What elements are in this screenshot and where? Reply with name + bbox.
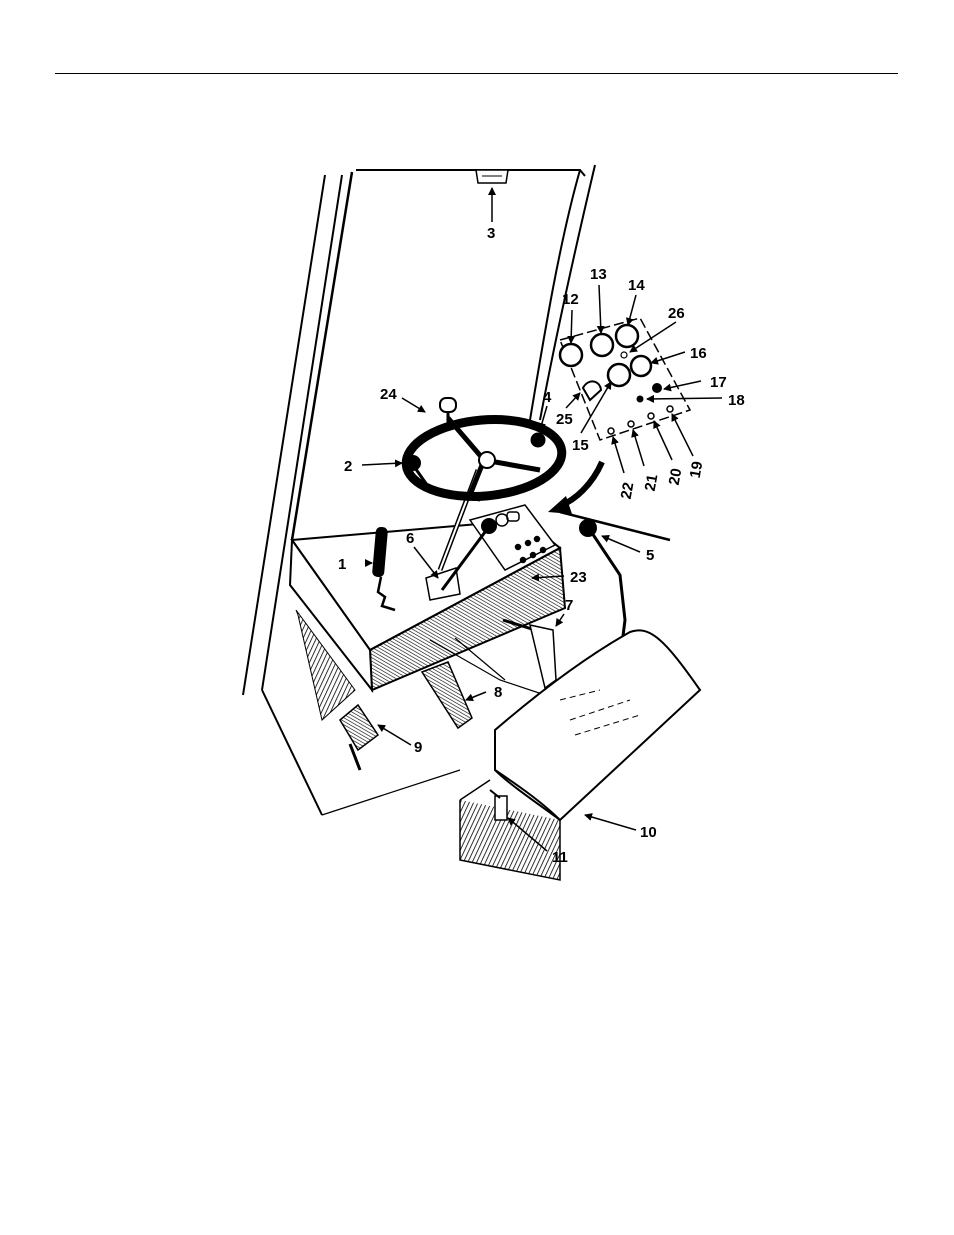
callout-22: 22 [618, 481, 638, 500]
dome-light-icon [475, 169, 509, 184]
callout-15: 15 [572, 437, 589, 454]
callout-19: 19 [687, 460, 707, 479]
seat-adjust-11-icon [489, 789, 508, 821]
callout-5: 5 [646, 547, 654, 564]
callout-25: 25 [556, 411, 573, 428]
lever-2-icon [405, 455, 481, 502]
callout-20: 20 [666, 467, 686, 486]
callout-leaders [361, 187, 723, 852]
callout-1: 1 [338, 556, 346, 573]
callout-24: 24 [380, 386, 397, 403]
callout-23: 23 [570, 569, 587, 586]
callout-11: 11 [552, 849, 568, 866]
callout-10: 10 [640, 824, 657, 841]
callout-4: 4 [543, 389, 552, 406]
callout-17: 17 [710, 374, 727, 391]
callout-16: 16 [690, 345, 707, 362]
callout-6: 6 [406, 530, 414, 547]
header-rule [55, 73, 898, 74]
cab-frame [242, 164, 596, 816]
callout-8: 8 [494, 684, 502, 701]
pedal-9-icon [339, 703, 380, 771]
pedal-8-icon [420, 661, 473, 730]
callout-14: 14 [628, 277, 645, 294]
callout-13: 13 [590, 266, 607, 283]
callout-3: 3 [487, 225, 495, 242]
callout-21: 21 [642, 473, 662, 492]
operator-seat [459, 629, 702, 881]
direction-arrow-icon [548, 460, 605, 514]
callout-12: 12 [562, 291, 579, 308]
pipe-line [559, 510, 671, 542]
instrument-panel [558, 317, 692, 441]
callout-7: 7 [565, 597, 573, 614]
callout-26: 26 [668, 305, 685, 322]
callout-2: 2 [344, 458, 352, 475]
callout-labels: 1 2 3 4 5 6 7 8 9 10 11 12 13 14 15 16 1… [338, 225, 745, 866]
callout-18: 18 [728, 392, 745, 409]
dashboard [288, 518, 567, 721]
callout-9: 9 [414, 739, 422, 756]
hand-lever-1-icon [372, 526, 396, 612]
